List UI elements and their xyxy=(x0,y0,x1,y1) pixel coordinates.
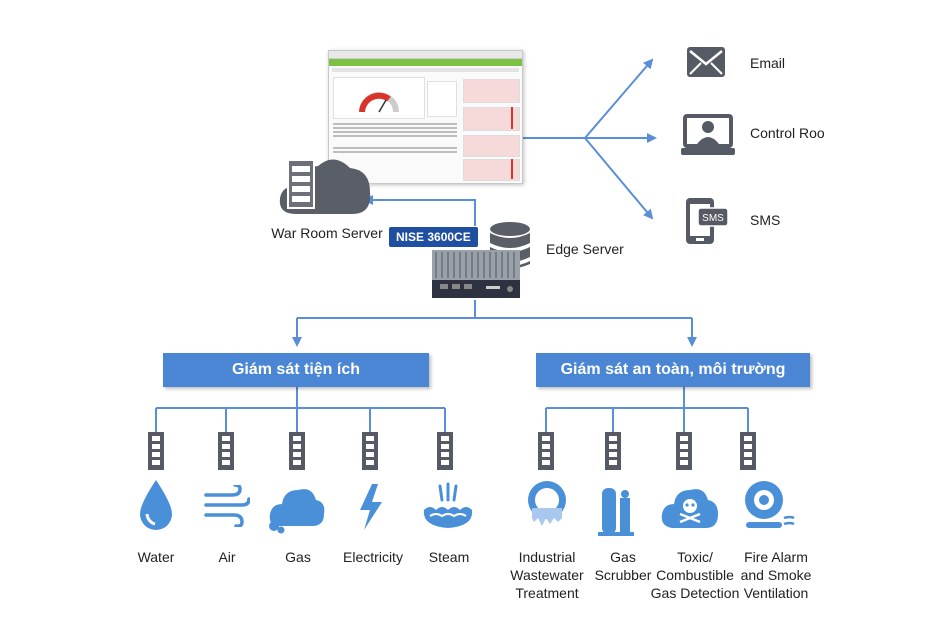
steam-label: Steam xyxy=(428,549,470,565)
water-label: Water xyxy=(137,549,175,565)
sensor-device-icon xyxy=(437,432,453,470)
arrow-to-email xyxy=(584,58,654,139)
toxic-gas-icon xyxy=(661,489,718,528)
sensor-device-icon xyxy=(218,432,234,470)
sensor-device-icon xyxy=(289,432,305,470)
dashboard-screenshot xyxy=(328,50,523,184)
cloud-server-icon xyxy=(279,159,371,214)
device-model-badge: NISE 3600CE xyxy=(388,226,479,248)
gas-scrubber-label: Gas Scrubber xyxy=(594,549,652,583)
sensor-device-icon xyxy=(605,432,621,470)
control-room-icon xyxy=(681,114,735,155)
sensor-device-icon xyxy=(148,432,164,470)
toxic-gas-label: Toxic/ Combustible Gas Detection xyxy=(650,549,740,601)
arrow-to-sms xyxy=(584,137,654,220)
sensor-device-icon xyxy=(538,432,554,470)
sensor-device-icon xyxy=(362,432,378,470)
email-label: Email xyxy=(750,55,786,71)
sensor-device-icon xyxy=(740,432,756,470)
steam-icon xyxy=(423,482,473,528)
sensor-device-icon xyxy=(676,432,692,470)
wastewater-label: Industrial Wastewater Treatment xyxy=(510,549,584,601)
gas-cloud-icon xyxy=(269,489,325,534)
sms-label: SMS xyxy=(750,212,781,228)
electricity-label: Electricity xyxy=(343,549,403,565)
svg-text:SMS: SMS xyxy=(702,213,724,224)
utility-monitoring-box: Giám sát tiện ích xyxy=(163,353,429,387)
air-wind-icon xyxy=(204,485,250,527)
water-drop-icon xyxy=(140,480,172,530)
control-room-label: Control Roo xyxy=(750,125,825,141)
air-label: Air xyxy=(218,549,236,565)
fire-alarm-icon xyxy=(745,481,795,528)
lightning-icon xyxy=(360,484,382,530)
fire-alarm-label: Fire Alarm and Smoke Ventilation xyxy=(740,549,812,601)
gas-label: Gas xyxy=(285,549,311,565)
wastewater-icon xyxy=(528,481,566,526)
edge-pc-device-icon xyxy=(432,250,520,298)
safety-monitoring-box: Giám sát an toàn, môi trường xyxy=(536,353,810,387)
edge-server-label: Edge Server xyxy=(546,241,624,257)
war-room-server-label: War Room Server xyxy=(271,225,383,241)
email-icon xyxy=(687,47,725,77)
gas-scrubber-icon xyxy=(598,488,634,536)
sms-icon: SMS xyxy=(686,198,729,244)
